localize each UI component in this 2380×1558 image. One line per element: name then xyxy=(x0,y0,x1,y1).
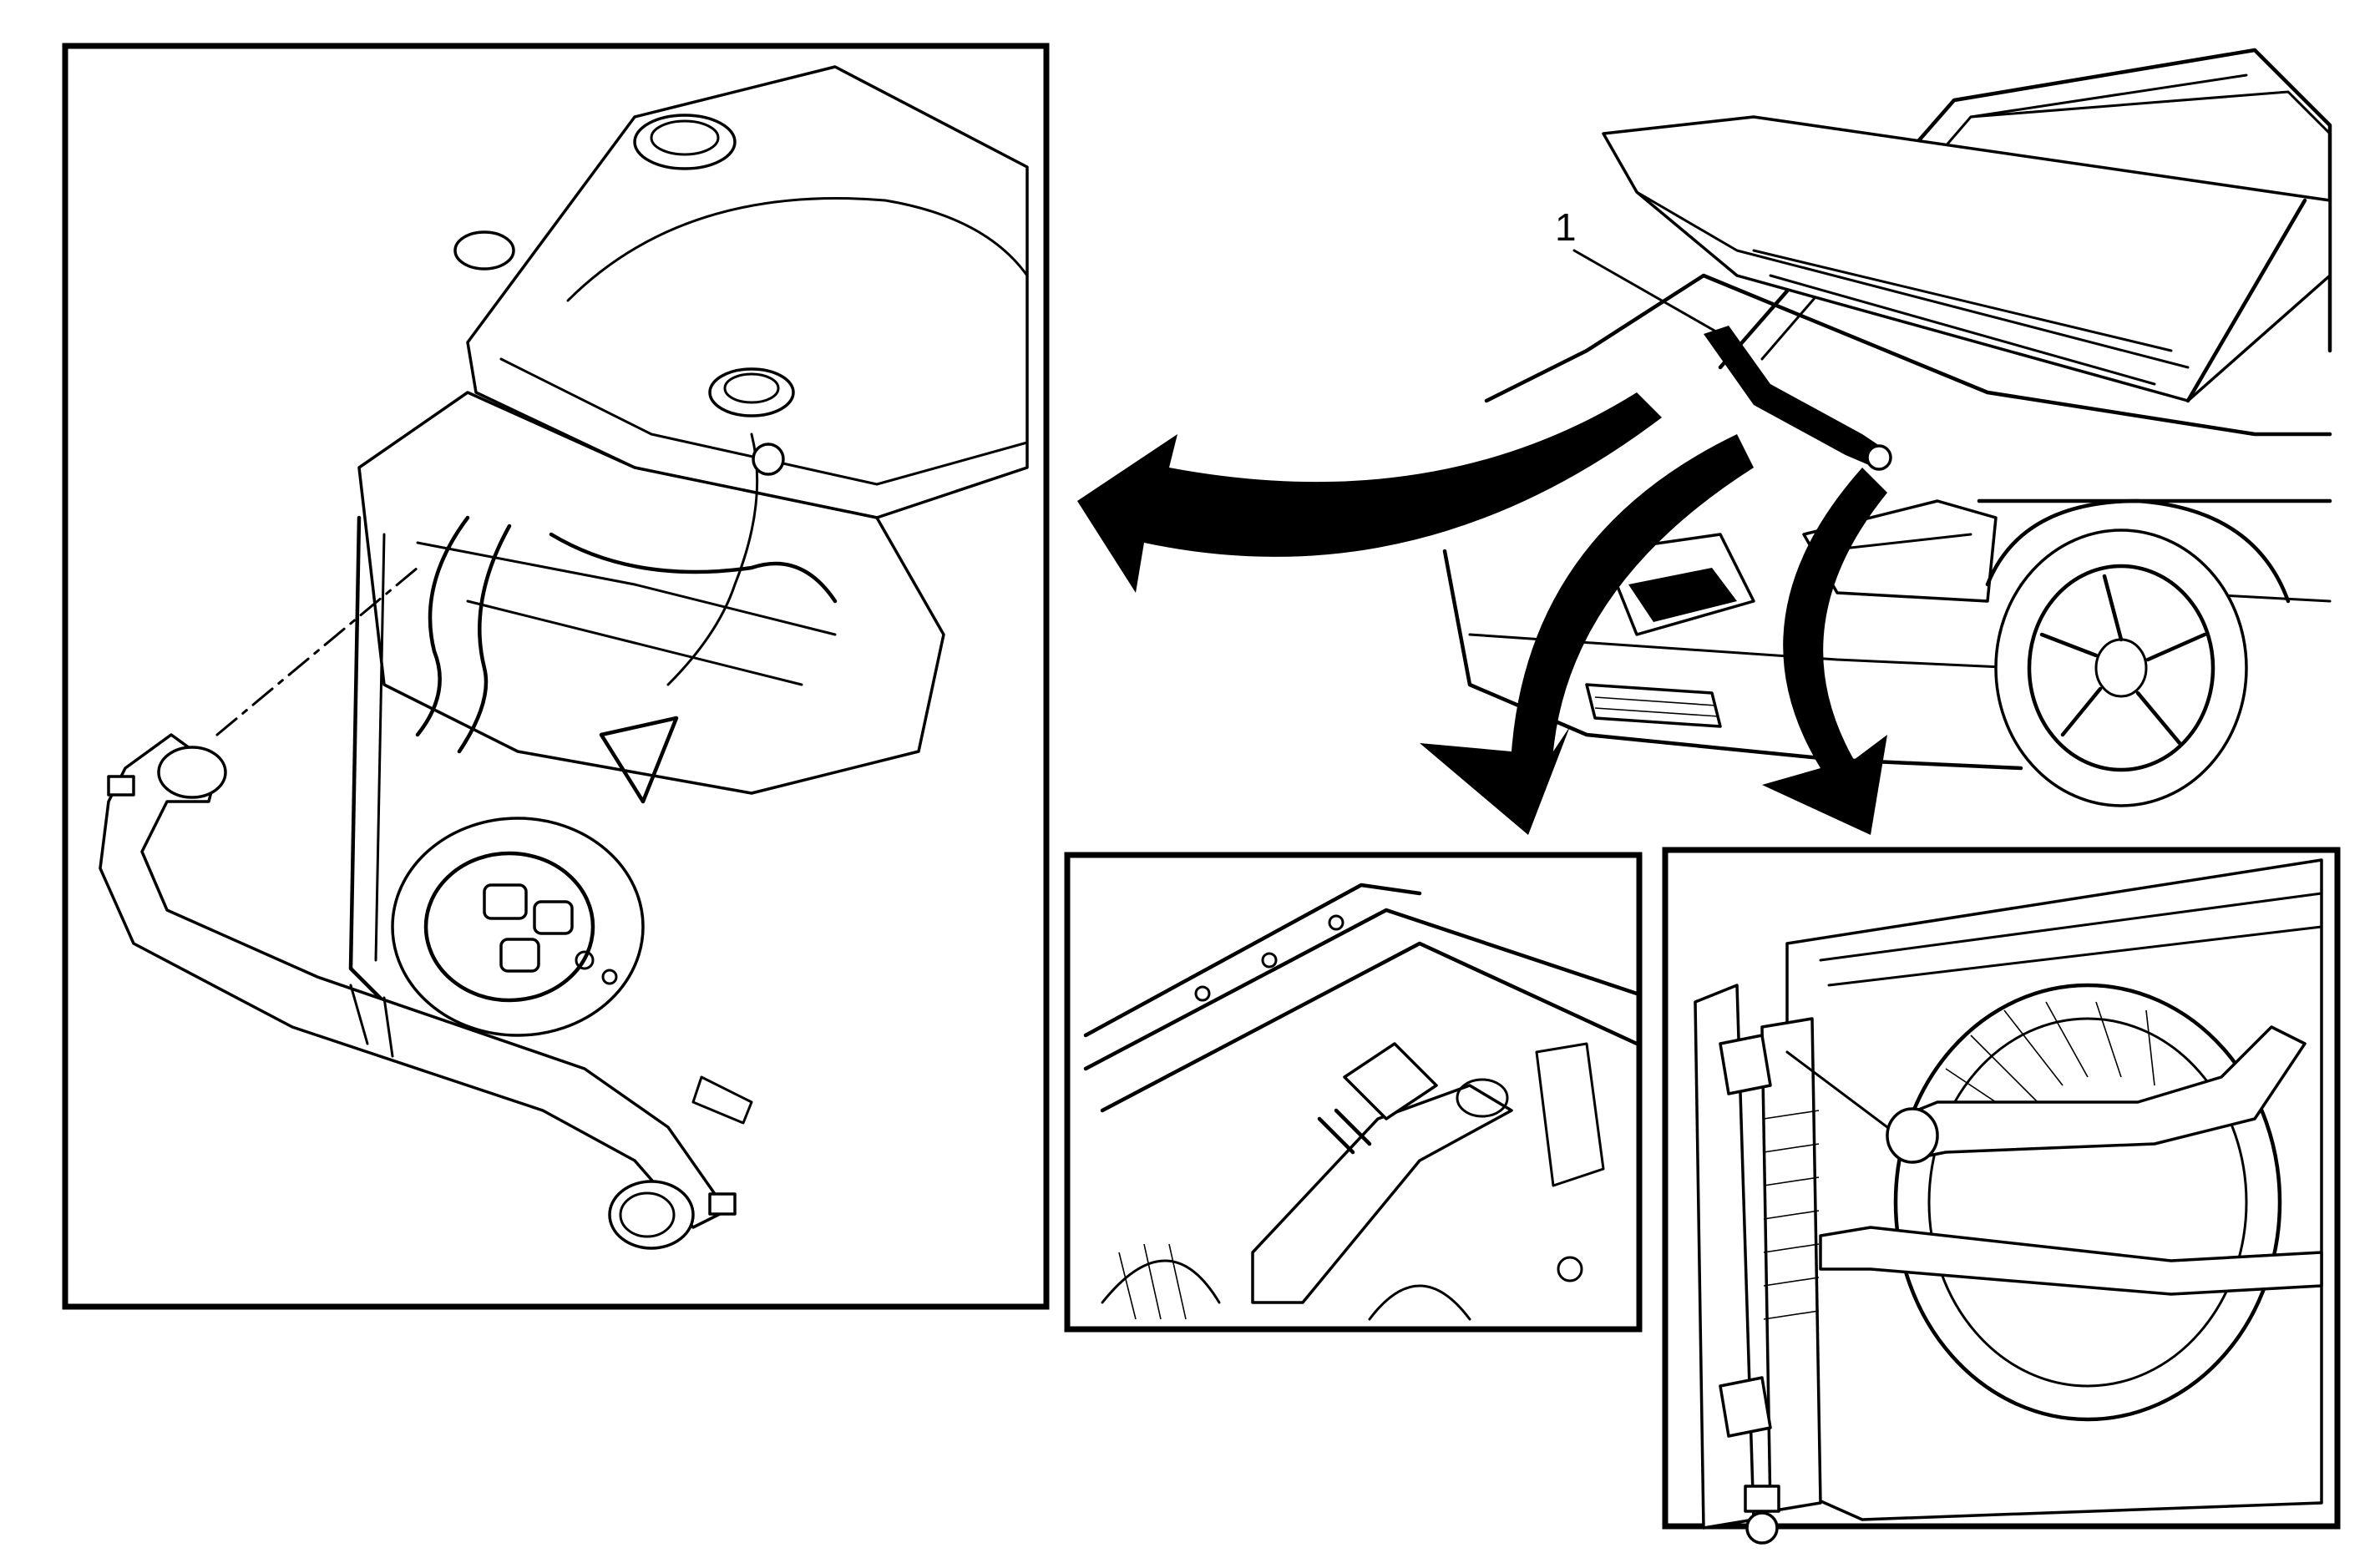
lower-underhood-detail xyxy=(1064,852,1643,1333)
callout-1: 1 xyxy=(1555,205,1722,336)
radiator-fan-detail xyxy=(1662,847,2341,1545)
arrow-to-radiator-detail xyxy=(1762,468,1887,835)
engine-compartment-detail xyxy=(62,43,1050,1310)
radiator-hose-highlight xyxy=(1704,326,1887,468)
svg-text:1: 1 xyxy=(1555,205,1577,249)
upper-radiator-hose xyxy=(99,733,737,1250)
front-wheel xyxy=(1994,529,2248,807)
arrow-to-engine-detail xyxy=(1077,392,1662,593)
vehicle-front-overview xyxy=(1442,48,2332,807)
alternator xyxy=(391,817,645,1037)
arrow-to-lower-detail xyxy=(1420,434,1754,835)
